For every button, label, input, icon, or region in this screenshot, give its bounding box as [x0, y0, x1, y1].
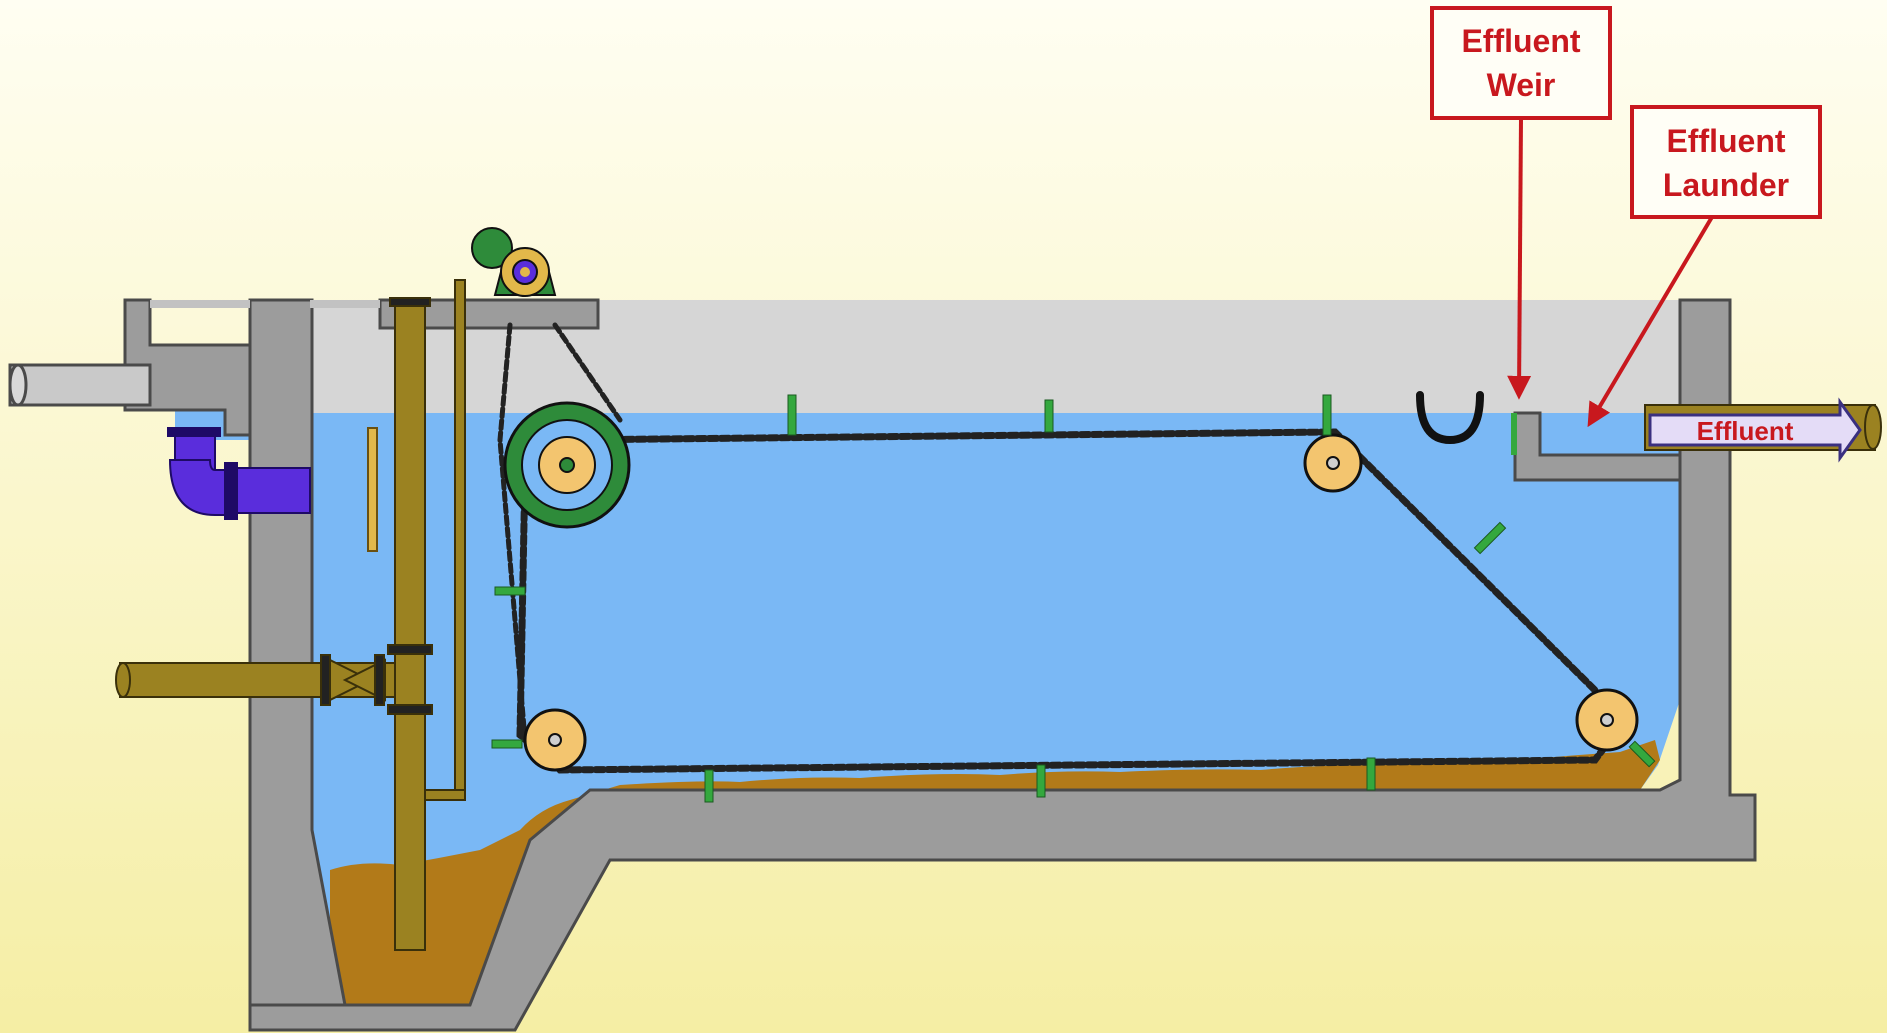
drive-sprocket — [503, 401, 631, 529]
deck-lip — [310, 300, 380, 308]
inlet-pipe — [167, 427, 311, 520]
inlet-lip — [150, 300, 250, 308]
collector-flights — [491, 394, 1656, 803]
effluent-weir-callout: Effluent Weir — [1430, 6, 1612, 400]
influent-pipe — [8, 363, 152, 407]
water-body — [312, 413, 1680, 1005]
drive-motor — [471, 227, 557, 297]
effluent-arrow-label: Effluent — [1697, 416, 1794, 446]
sludge-withdrawal-pipe — [115, 297, 433, 951]
idler-sprocket-top-right — [1303, 433, 1363, 493]
idler-sprocket-bottom-left — [523, 708, 587, 772]
inlet-baffle — [367, 427, 378, 552]
scum-pipe — [424, 279, 466, 801]
effluent-launder-label-line2: Launder — [1663, 167, 1789, 203]
effluent-weir-plate — [1511, 413, 1517, 455]
effluent-weir-label-line2: Weir — [1487, 67, 1556, 103]
sludge-layer — [330, 740, 1660, 1005]
scum-trough — [1416, 391, 1484, 445]
effluent-flow-arrow: Effluent — [1648, 397, 1862, 463]
idler-sprocket-bottom-right — [1575, 688, 1639, 752]
effluent-launder-label-line1: Effluent — [1666, 123, 1785, 159]
effluent-launder-callout: Effluent Launder — [1587, 105, 1822, 428]
collector-chain — [497, 322, 1630, 774]
effluent-weir-label-line1: Effluent — [1461, 23, 1580, 59]
